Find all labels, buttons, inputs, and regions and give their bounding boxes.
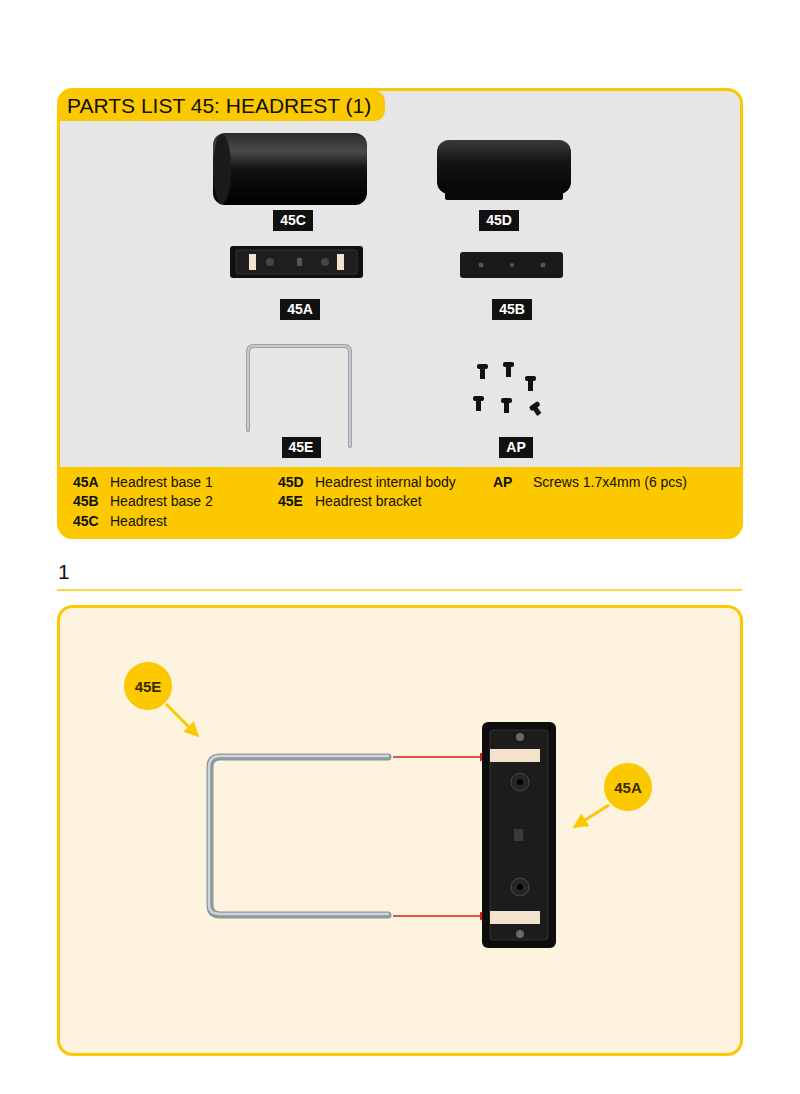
panel-border xyxy=(59,90,742,538)
base-inner xyxy=(236,250,357,274)
bracket-part xyxy=(248,346,350,446)
insert-arrow xyxy=(393,756,488,758)
leader-line xyxy=(574,805,609,827)
screw-shank xyxy=(528,380,533,391)
leader-line xyxy=(166,704,198,736)
title-tab: PARTS LIST 45: HEADREST (1) xyxy=(59,91,385,121)
screw-shank xyxy=(476,400,481,411)
screws xyxy=(473,362,541,416)
step-panel xyxy=(59,607,742,1055)
part-tag: 45B xyxy=(492,299,532,320)
screw-hole xyxy=(266,258,274,266)
base-pad xyxy=(249,254,256,270)
part-description: Screws 1.7x4mm (6 pcs) xyxy=(533,473,687,491)
screw-shank xyxy=(506,366,511,377)
mount-hole xyxy=(516,733,524,741)
part-code: AP xyxy=(493,473,512,491)
mount-hole xyxy=(516,930,524,938)
part-number: 45C xyxy=(280,212,306,228)
base-slot xyxy=(514,829,523,841)
screw-shank xyxy=(532,405,542,416)
part-description: Headrest internal body xyxy=(315,473,456,491)
part-tag: 45D xyxy=(479,210,519,231)
screw-hole xyxy=(541,263,546,268)
title: PARTS LIST 45: HEADREST (1) xyxy=(67,94,371,117)
part-description: Headrest base 1 xyxy=(110,473,213,491)
insert-arrow xyxy=(393,915,488,917)
part-number: 45D xyxy=(486,212,512,228)
base-part xyxy=(230,246,363,278)
callout-badge: 45E xyxy=(124,662,172,710)
screw-hole xyxy=(479,263,484,268)
part-number: 45A xyxy=(287,301,313,317)
step-rule xyxy=(57,589,742,591)
part-description: Headrest xyxy=(110,512,167,530)
internal-body-lip xyxy=(445,188,563,200)
part-number: 45E xyxy=(135,678,162,695)
base-inner xyxy=(490,730,548,940)
part-code: 45A xyxy=(73,473,99,491)
screw-shank xyxy=(480,368,485,379)
part-number: 45A xyxy=(614,779,642,796)
part-tag: 45E xyxy=(282,437,321,458)
parts-panel xyxy=(59,90,742,538)
base-pad xyxy=(337,254,344,270)
headrest-end xyxy=(213,134,231,204)
part-tag: 45C xyxy=(273,210,313,231)
screw-boss xyxy=(511,878,529,896)
part-number: 45E xyxy=(289,439,314,455)
base-pad xyxy=(490,911,540,924)
bracket-highlight xyxy=(209,756,388,914)
part-description: Headrest bracket xyxy=(315,492,422,510)
screw-hole xyxy=(517,779,523,785)
bracket-part xyxy=(210,757,388,915)
part-code: 45D xyxy=(278,473,304,491)
step-number: 1 xyxy=(58,560,70,584)
part-tag: AP xyxy=(499,437,533,458)
legend-strip xyxy=(59,467,742,538)
base-pad xyxy=(490,749,540,762)
base-part xyxy=(482,722,556,948)
part-code: 45B xyxy=(73,492,99,510)
base-two-part xyxy=(460,252,563,278)
part-code: 45C xyxy=(73,512,99,530)
part-number: 45B xyxy=(499,301,525,317)
callout-badge: 45A xyxy=(604,763,652,811)
screw-boss xyxy=(511,773,529,791)
screw-hole xyxy=(517,884,523,890)
internal-body-part xyxy=(437,140,571,194)
screw-shank xyxy=(504,402,509,413)
screw-hole xyxy=(321,258,329,266)
part-description: Headrest base 2 xyxy=(110,492,213,510)
base-slot xyxy=(297,258,302,266)
part-number: AP xyxy=(506,439,525,455)
part-code: 45E xyxy=(278,492,303,510)
part-tag: 45A xyxy=(280,299,320,320)
headrest-part xyxy=(213,133,367,205)
screw-hole xyxy=(510,263,514,267)
bracket-highlight xyxy=(248,346,350,446)
